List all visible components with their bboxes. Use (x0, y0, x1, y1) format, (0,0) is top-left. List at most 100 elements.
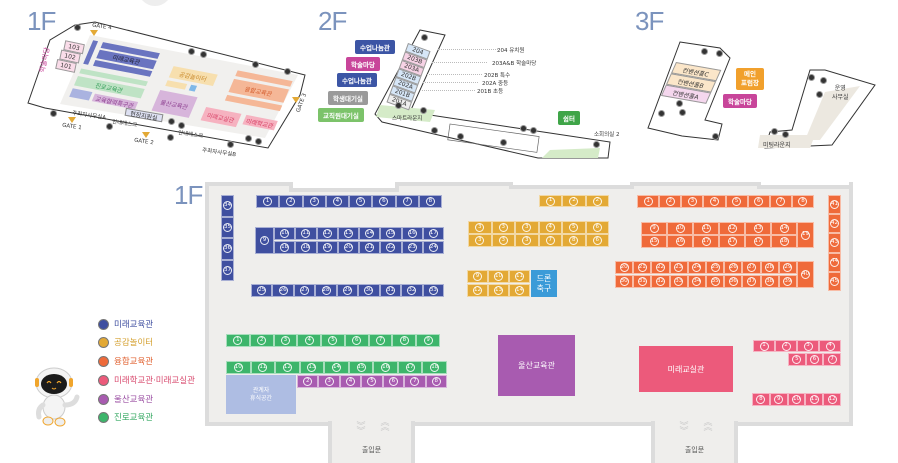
booth-orange-low-b[interactable]: 32 (651, 275, 670, 288)
booth-orange-40[interactable]: 40 (797, 261, 814, 288)
entrance-right[interactable]: ︾︾ ︽︽ 출입문 (651, 419, 738, 463)
booth-orange-low-b[interactable]: 36 (724, 275, 743, 288)
booth-orange-mid-a[interactable]: 14 (771, 222, 797, 235)
booth-blue-col[interactable]: 37 (221, 259, 234, 281)
booth-blue-bottom[interactable]: 29 (336, 284, 359, 297)
booth-orange-top[interactable]: 3 (681, 195, 704, 208)
booth-blue-col[interactable]: 34 (221, 195, 234, 217)
entrance-left[interactable]: ︾︾ ︽︽ 출입문 (328, 419, 415, 463)
booth-orange-mid-a[interactable]: 13 (745, 222, 771, 235)
booth-orange-low-a[interactable]: 27 (742, 261, 761, 274)
booth-blue-mid-a[interactable]: 11 (295, 227, 317, 240)
booth-orange-mid-a[interactable]: 10 (667, 222, 693, 235)
booth-orange-top[interactable]: 8 (791, 195, 814, 208)
booth-orange-low-a[interactable]: 22 (651, 261, 670, 274)
booth-blue-top[interactable]: 8 (418, 195, 442, 208)
booth-orange-low-b[interactable]: 30 (615, 275, 634, 288)
booth-green-a[interactable]: 2 (249, 334, 274, 347)
booth-orange-mid-b[interactable]: 17 (693, 235, 719, 248)
booth-pink-c[interactable]: 11 (805, 393, 824, 406)
booth-pink-a[interactable]: 2 (775, 340, 797, 352)
booth-blue-top[interactable]: 4 (325, 195, 349, 208)
booth-green-a[interactable]: 5 (321, 334, 345, 347)
booth-orange-low-a[interactable]: 26 (724, 261, 743, 274)
booth-orange-mid-b[interactable]: 17 (745, 235, 771, 248)
booth-yellow-mid-a[interactable]: 3 (491, 221, 515, 234)
booth-yellow-mid-b[interactable]: 7 (538, 234, 562, 247)
booth-orange-19[interactable]: 19 (797, 222, 814, 248)
booth-orange-mid-b[interactable]: 17 (719, 235, 745, 248)
booth-yellow-low-a[interactable]: 9 (467, 270, 488, 283)
ulsan-edu-hall[interactable]: 울산교육관 (498, 335, 575, 396)
booth-orange-low-a[interactable]: 28 (760, 261, 779, 274)
booth-yellow-low-b[interactable]: 14 (509, 284, 530, 297)
booth-orange-mid-a[interactable]: 12 (719, 222, 745, 235)
booth-green-b[interactable]: 16 (373, 361, 398, 374)
booth-blue-bottom[interactable]: 28 (315, 284, 337, 297)
booth-pink-b[interactable]: 7 (823, 353, 841, 366)
booth-orange-top[interactable]: 6 (747, 195, 770, 208)
booth-orange-low-b[interactable]: 31 (633, 275, 652, 288)
booth-blue-bottom[interactable]: 25 (251, 284, 273, 297)
booth-yellow-low-b[interactable]: 13 (488, 284, 509, 297)
booth-orange-low-a[interactable]: 23 (669, 261, 688, 274)
booth-orange-mid-b[interactable]: 15 (641, 235, 667, 248)
booth-green-a[interactable]: 7 (368, 334, 393, 347)
booth-orange-top[interactable]: 5 (725, 195, 748, 208)
booth-purple-row[interactable]: 3 (318, 375, 340, 388)
booth-orange-low-a[interactable]: 21 (633, 261, 652, 274)
booth-yellow-low-b[interactable]: 12 (467, 284, 488, 297)
booth-blue-col[interactable]: 35 (221, 216, 234, 238)
booth-yellow-mid-a[interactable]: 3 (468, 221, 492, 234)
booth-blue-mid-a[interactable]: 17 (422, 227, 444, 240)
booth-yellow-top[interactable]: 1 (539, 195, 563, 207)
booth-blue-mid-b[interactable]: 19 (316, 241, 338, 254)
booth-yellow-mid-b[interactable]: 8 (562, 234, 586, 247)
booth-green-a[interactable]: 9 (416, 334, 440, 347)
booth-orange-col[interactable]: 45 (828, 271, 841, 291)
booth-pink-a[interactable]: 4 (819, 340, 841, 352)
booth-blue-top[interactable]: 6 (372, 195, 396, 208)
booth-blue-mid-a[interactable]: 13 (337, 227, 359, 240)
booth-orange-top[interactable]: 7 (769, 195, 792, 208)
booth-orange-low-b[interactable]: 37 (742, 275, 761, 288)
staff-lounge[interactable]: 관계자 휴식공간 (226, 375, 296, 414)
booth-blue-mid-b[interactable]: 18 (295, 241, 317, 254)
booth-yellow-top[interactable]: 2 (562, 195, 586, 207)
booth-green-b[interactable]: 17 (397, 361, 423, 374)
booth-green-a[interactable]: 1 (226, 334, 250, 347)
booth-purple-row[interactable]: 7 (404, 375, 426, 388)
booth-blue-top[interactable]: 5 (349, 195, 373, 208)
booth-blue-mid-a[interactable]: 10 (274, 227, 296, 240)
booth-yellow-mid-b[interactable]: 3 (491, 234, 515, 247)
booth-blue-9[interactable]: 9 (255, 227, 274, 254)
booth-pink-c[interactable]: 10 (787, 393, 806, 406)
booth-blue-mid-a[interactable]: 15 (380, 227, 402, 240)
booth-blue-mid-a[interactable]: 12 (316, 227, 338, 240)
drone-soccer-zone[interactable]: 드론 축구 (531, 270, 557, 297)
booth-purple-row[interactable]: 8 (425, 375, 447, 388)
booth-blue-bottom[interactable]: 31 (379, 284, 402, 297)
booth-orange-col[interactable]: 44 (828, 252, 841, 272)
booth-orange-col[interactable]: 41 (828, 195, 841, 215)
booth-blue-mid-b[interactable]: 23 (401, 241, 423, 254)
booth-blue-bottom[interactable]: 27 (293, 284, 316, 297)
booth-pink-c[interactable]: 8 (752, 393, 770, 406)
booth-orange-top[interactable]: 4 (703, 195, 726, 208)
booth-green-b[interactable]: 11 (250, 361, 276, 374)
booth-orange-col[interactable]: 43 (828, 233, 841, 253)
booth-yellow-mid-b[interactable]: 3 (468, 234, 492, 247)
booth-blue-mid-b[interactable]: 21 (359, 241, 381, 254)
booth-green-a[interactable]: 8 (392, 334, 417, 347)
booth-yellow-top[interactable]: 2 (585, 195, 609, 207)
booth-orange-mid-a[interactable]: 9 (641, 222, 667, 235)
booth-orange-low-a[interactable]: 25 (706, 261, 725, 274)
booth-blue-top[interactable]: 1 (256, 195, 280, 208)
booth-orange-top[interactable]: 1 (637, 195, 660, 208)
booth-blue-mid-b[interactable]: 20 (337, 241, 359, 254)
booth-orange-low-b[interactable]: 38 (760, 275, 779, 288)
booth-blue-bottom[interactable]: 30 (358, 284, 380, 297)
booth-yellow-low-a[interactable]: 11 (509, 270, 530, 283)
booth-blue-mid-a[interactable]: 14 (359, 227, 381, 240)
booth-orange-col[interactable]: 42 (828, 214, 841, 234)
